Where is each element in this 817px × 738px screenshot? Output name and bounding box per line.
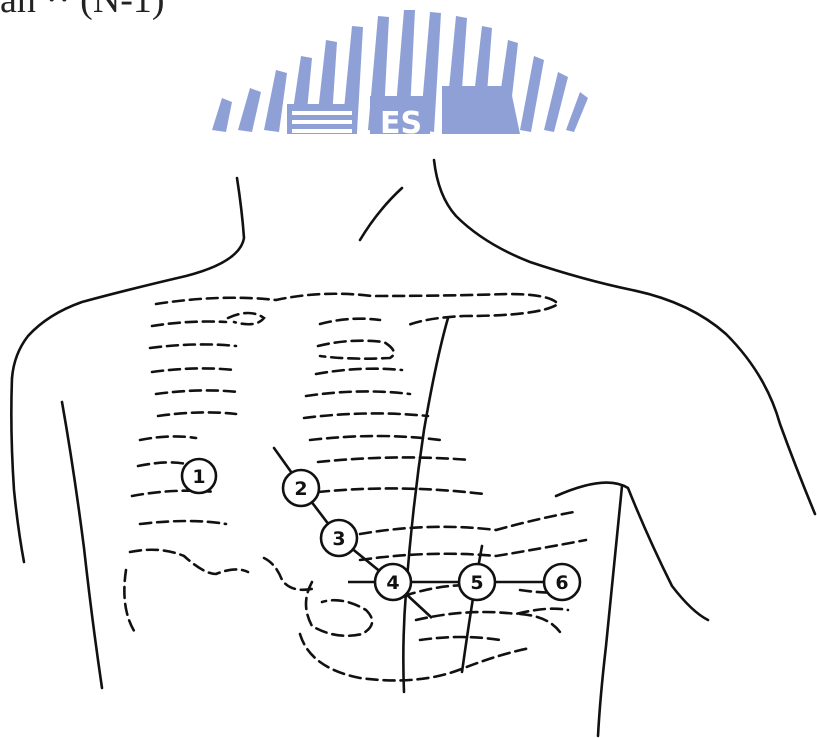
electrode-label: 1 [192,466,205,488]
rib [306,582,372,636]
rib [360,540,586,560]
rib [156,294,558,326]
axillary-line [403,318,448,692]
rib [318,488,484,494]
rib [520,614,560,632]
electrode-6: 6 [544,564,580,600]
electrode-label: 5 [470,572,483,594]
left-flank [62,402,102,688]
rib [140,521,226,524]
electrode-1: 1 [182,459,216,493]
electrode-markers: 1 2 3 4 5 6 [182,459,580,600]
rib [264,558,316,590]
rib [420,637,500,640]
right-flank [598,486,622,736]
electrode-label: 3 [332,528,345,550]
electrode-4: 4 [375,564,411,600]
rib [320,319,380,324]
rib [304,413,428,418]
torso-outline [11,160,815,736]
rib [138,462,186,466]
electrode-2: 2 [283,470,319,506]
neck-right [434,160,815,514]
rib [158,412,236,416]
rib [152,368,234,372]
left-arm-edge [11,378,24,562]
rib [150,344,236,348]
electrode-label: 6 [555,572,568,594]
electrode-5: 5 [459,564,495,600]
electrode-label: 4 [386,572,399,594]
rib [156,390,238,394]
clavicle-stroke [360,188,402,240]
rib [310,436,440,440]
rib [152,322,226,327]
rib [416,609,568,620]
rib [130,550,248,574]
rib [318,457,470,462]
electrode-label: 2 [294,478,307,500]
electrode-3: 3 [321,520,357,556]
right-arm [556,483,708,620]
rib [228,313,264,324]
rib [306,391,410,396]
neck-left [12,178,244,378]
rib [360,512,574,534]
watermark-lettering: ES [380,106,422,141]
rib [300,634,530,680]
watermark-logo: ES [205,10,588,152]
rib [140,436,196,440]
rib [318,341,394,359]
rib [124,570,136,634]
rib [316,369,402,374]
